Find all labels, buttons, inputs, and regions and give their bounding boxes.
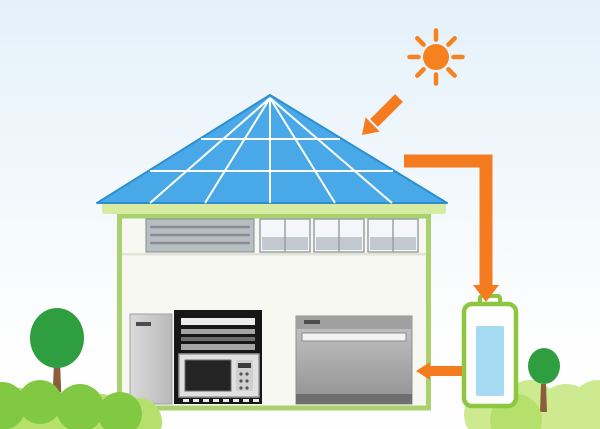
arrowhead-battery-to-appliances [416,362,430,380]
stack-display-row [181,318,255,325]
dishwasher-slot [301,332,407,342]
stack-display-row [181,337,255,341]
dishwasher-foot-band [296,394,412,404]
arrow-roof-to-battery [404,154,493,286]
bush [98,392,142,429]
arrow-shafts [370,94,493,376]
storage-battery [461,294,519,409]
dishwasher-counter [295,315,413,405]
vent-dash [253,399,259,402]
button-dot [245,379,249,383]
grid-line [269,97,393,204]
right-tree [528,348,560,412]
tree-trunk [540,384,547,412]
refrigerator-handle [136,322,151,326]
bush [56,384,104,429]
microwave-display [238,363,251,368]
vent-dash [203,399,209,402]
arrowhead-roof-to-battery [473,285,499,302]
vent-dash [243,399,249,402]
arrow-heads [362,117,499,380]
stack-vent-dashes [183,399,259,402]
button-dot [245,372,249,376]
microwave-buttons [239,372,249,390]
sun-body [423,44,449,70]
bush [570,380,600,429]
button-dot [239,386,243,390]
window-mullions [284,219,394,252]
refrigerator [129,313,173,405]
energy-flow-arrows [362,94,499,380]
solar-panel-grid [149,97,393,204]
sun-ray [415,67,426,78]
house [117,213,431,411]
sun-ray [415,36,426,47]
button-dot [239,379,243,383]
left-bushes-front [0,380,142,429]
bush [18,380,62,424]
vent-dash [193,399,199,402]
battery-charge-level [476,326,504,396]
sun-ray [446,67,457,78]
grid-line [204,97,271,204]
sun-ray [446,36,457,47]
stack-display-row [181,329,255,334]
tree-foliage [528,348,560,384]
stack-display-row [181,344,255,350]
sun-rays [407,28,465,86]
button-dot [245,386,249,390]
vent-dash [223,399,229,402]
dishwasher-handle [304,320,320,324]
bush [0,382,26,429]
button-dot [239,372,243,376]
arrow-sun-to-roof [370,94,403,127]
vent-dash [233,399,239,402]
grid-line [269,97,336,204]
floor-line [122,253,426,256]
vent-dash [183,399,189,402]
dishwasher-top-band [296,316,412,329]
microwave-window [184,359,232,392]
arrowhead-sun-to-roof [362,117,380,135]
range-hood-slats [150,225,250,245]
roof [96,94,448,214]
vent-dash [213,399,219,402]
tree-foliage [30,308,84,368]
sun-icon [407,28,465,86]
grid-line [149,97,271,204]
